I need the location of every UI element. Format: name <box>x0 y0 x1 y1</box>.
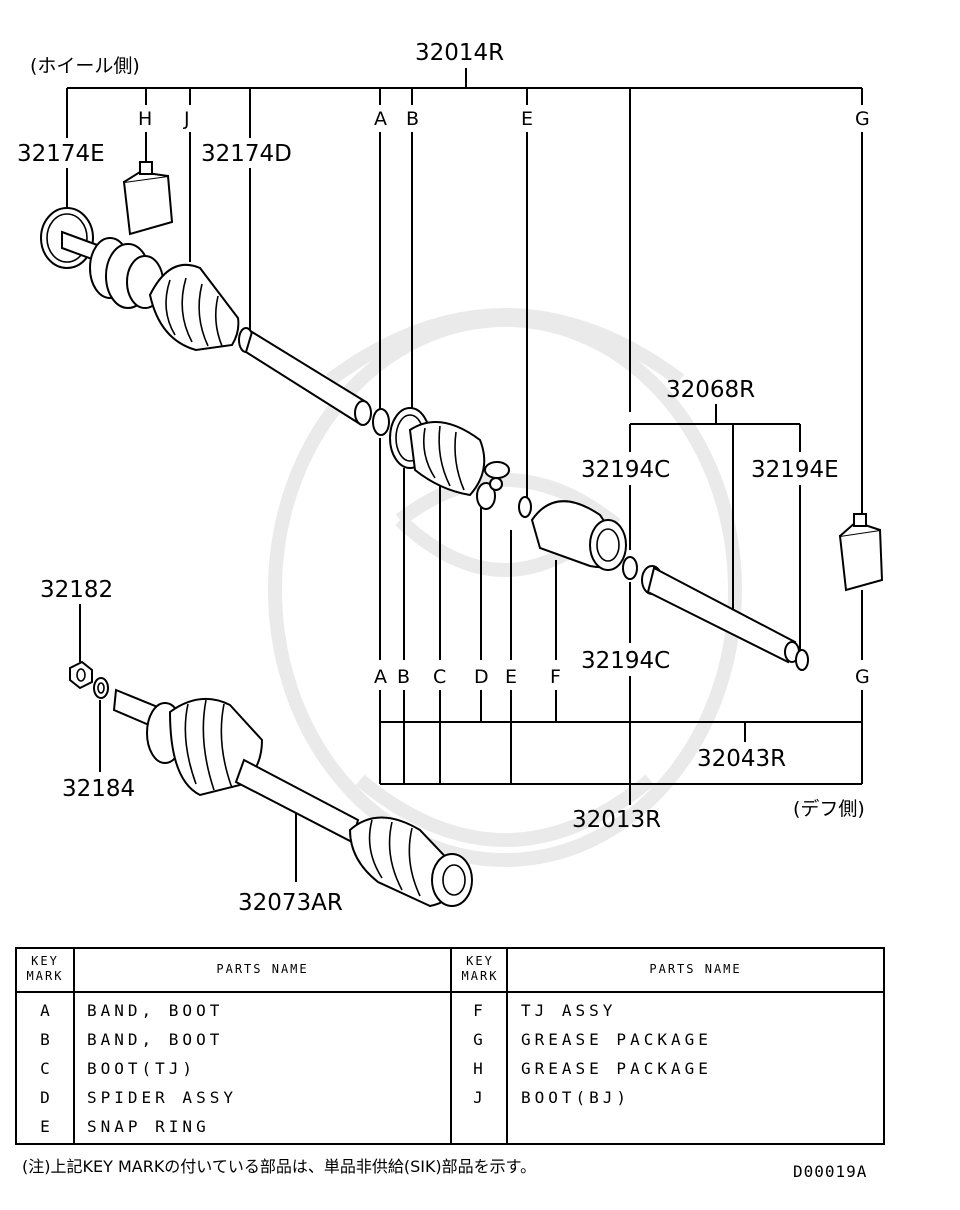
tj-assy-F <box>530 500 627 571</box>
table-row-key: B <box>40 1030 50 1049</box>
part-number-32068R: 32068R <box>666 377 755 403</box>
parts-name-header-left: PARTS NAME <box>216 962 309 976</box>
key-mark-G-bottom: G <box>855 666 870 688</box>
table-row-key: C <box>40 1059 50 1078</box>
snap-ring-E <box>518 496 532 518</box>
part-number-32073AR: 32073AR <box>238 890 343 916</box>
part-number-32194C-top: 32194C <box>581 457 670 483</box>
table-row-name: GREASE PACKAGE <box>521 1030 712 1049</box>
part-number-32174E: 32174E <box>17 141 105 167</box>
key-mark-B-bottom: B <box>397 666 410 688</box>
circlip-32194E <box>795 649 809 671</box>
leader-lines <box>66 68 863 882</box>
boot-band-A <box>372 408 390 436</box>
key-mark-J-top: J <box>183 108 190 130</box>
name-column-left <box>17 949 452 1143</box>
part-number-32182: 32182 <box>40 577 113 603</box>
key-mark-A-bottom: A <box>374 666 387 688</box>
complete-drive-shaft-32073AR <box>112 688 473 908</box>
key-mark-F-bottom: F <box>550 666 561 688</box>
table-row-name: BOOT(BJ) <box>521 1088 631 1107</box>
key-mark-E-bottom: E <box>505 666 517 688</box>
parts-name-header-right: PARTS NAME <box>649 962 742 976</box>
table-row-name: BAND, BOOT <box>87 1030 224 1049</box>
key-column-right <box>450 949 508 1143</box>
part-number-32043R: 32043R <box>697 746 786 772</box>
table-row-name: SPIDER ASSY <box>87 1088 237 1107</box>
key-mark-E-top: E <box>521 108 533 130</box>
table-row-name: GREASE PACKAGE <box>521 1059 712 1078</box>
part-number-32184: 32184 <box>62 776 135 802</box>
table-row-key: D <box>40 1088 50 1107</box>
key-mark-C-bottom: C <box>433 666 446 688</box>
tj-boot-C <box>408 421 486 497</box>
wheel-side-joint-assembly <box>61 230 164 309</box>
drawing-code: D00019A <box>793 1162 868 1181</box>
diagram-canvas: (ホイール側) (デフ側) 32014R 32174E 32174D 32068… <box>17 40 884 916</box>
table-row-key: F <box>473 1001 483 1020</box>
grease-package-G <box>838 513 884 592</box>
part-number-32174D: 32174D <box>201 141 292 167</box>
table-row-name: BOOT(TJ) <box>87 1059 197 1078</box>
part-number-32194E: 32194E <box>751 457 839 483</box>
table-row-name: TJ ASSY <box>521 1001 617 1020</box>
key-mark-H-top: H <box>138 108 152 130</box>
washer-32184 <box>93 677 109 699</box>
drive-shaft-upper <box>244 330 372 426</box>
key-mark-A-top: A <box>374 108 387 130</box>
table-row-key: A <box>40 1001 50 1020</box>
lock-nut-32182 <box>69 660 93 690</box>
grease-package-H <box>122 161 174 236</box>
part-number-32014R: 32014R <box>415 40 504 66</box>
watermark-emblem <box>268 308 742 867</box>
part-number-32013R: 32013R <box>572 807 661 833</box>
key-column-left <box>17 949 75 1143</box>
key-mark-B-top: B <box>406 108 419 130</box>
diff-side-label: (デフ側) <box>793 798 865 820</box>
table-row-name: BAND, BOOT <box>87 1001 224 1020</box>
key-mark-G-top: G <box>855 108 870 130</box>
wheel-side-label: (ホイール側) <box>30 55 140 77</box>
part-number-32194C-bottom: 32194C <box>581 648 670 674</box>
table-row-name: SNAP RING <box>87 1117 210 1136</box>
wheel-side-boot-BJ <box>148 263 240 352</box>
snap-ring-32194C <box>622 556 638 580</box>
table-row-key: H <box>473 1059 483 1078</box>
spider-assy-D <box>476 461 510 510</box>
table-row-key: G <box>473 1030 483 1049</box>
table-row-key: J <box>473 1088 483 1107</box>
inner-shaft-32068R <box>641 565 800 664</box>
footnote: (注)上記KEY MARKの付いている部品は、単品非供給(SIK)部品を示す。 <box>22 1157 537 1176</box>
table-row-key: E <box>40 1117 50 1136</box>
key-mark-D-bottom: D <box>474 666 489 688</box>
